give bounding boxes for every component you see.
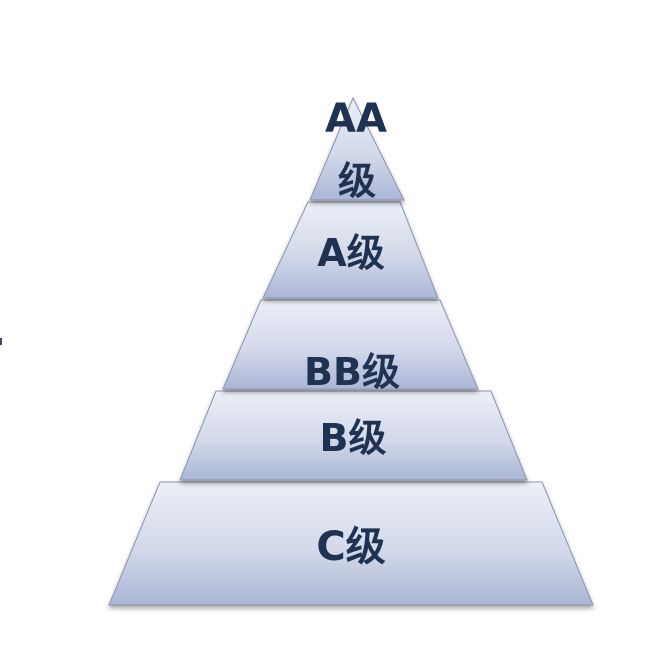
tier-2-label: A级 [317,231,384,275]
tier-3-label: BB级 [304,350,400,394]
tier-3-shape [222,299,479,390]
tier-5-label: C级 [316,524,385,570]
pyramid-tier-1: AA 级 [309,96,405,203]
pyramid-tier-4: B级 [179,390,528,481]
tier-4-label: B级 [320,416,387,460]
tier-5-shape [108,481,594,606]
pyramid-tier-2: A级 [262,201,439,299]
tier-1-shape [309,96,405,201]
pyramid-tier-5: C级 [108,481,594,606]
tier-1-label-line-1: AA [325,96,387,142]
tier-2-shape [262,201,439,299]
tier-4-shape [179,390,528,481]
pyramid-tier-3: BB级 [222,299,479,394]
tier-1-label-line-2: 级 [338,159,376,203]
edge-tick-mark [0,338,2,345]
